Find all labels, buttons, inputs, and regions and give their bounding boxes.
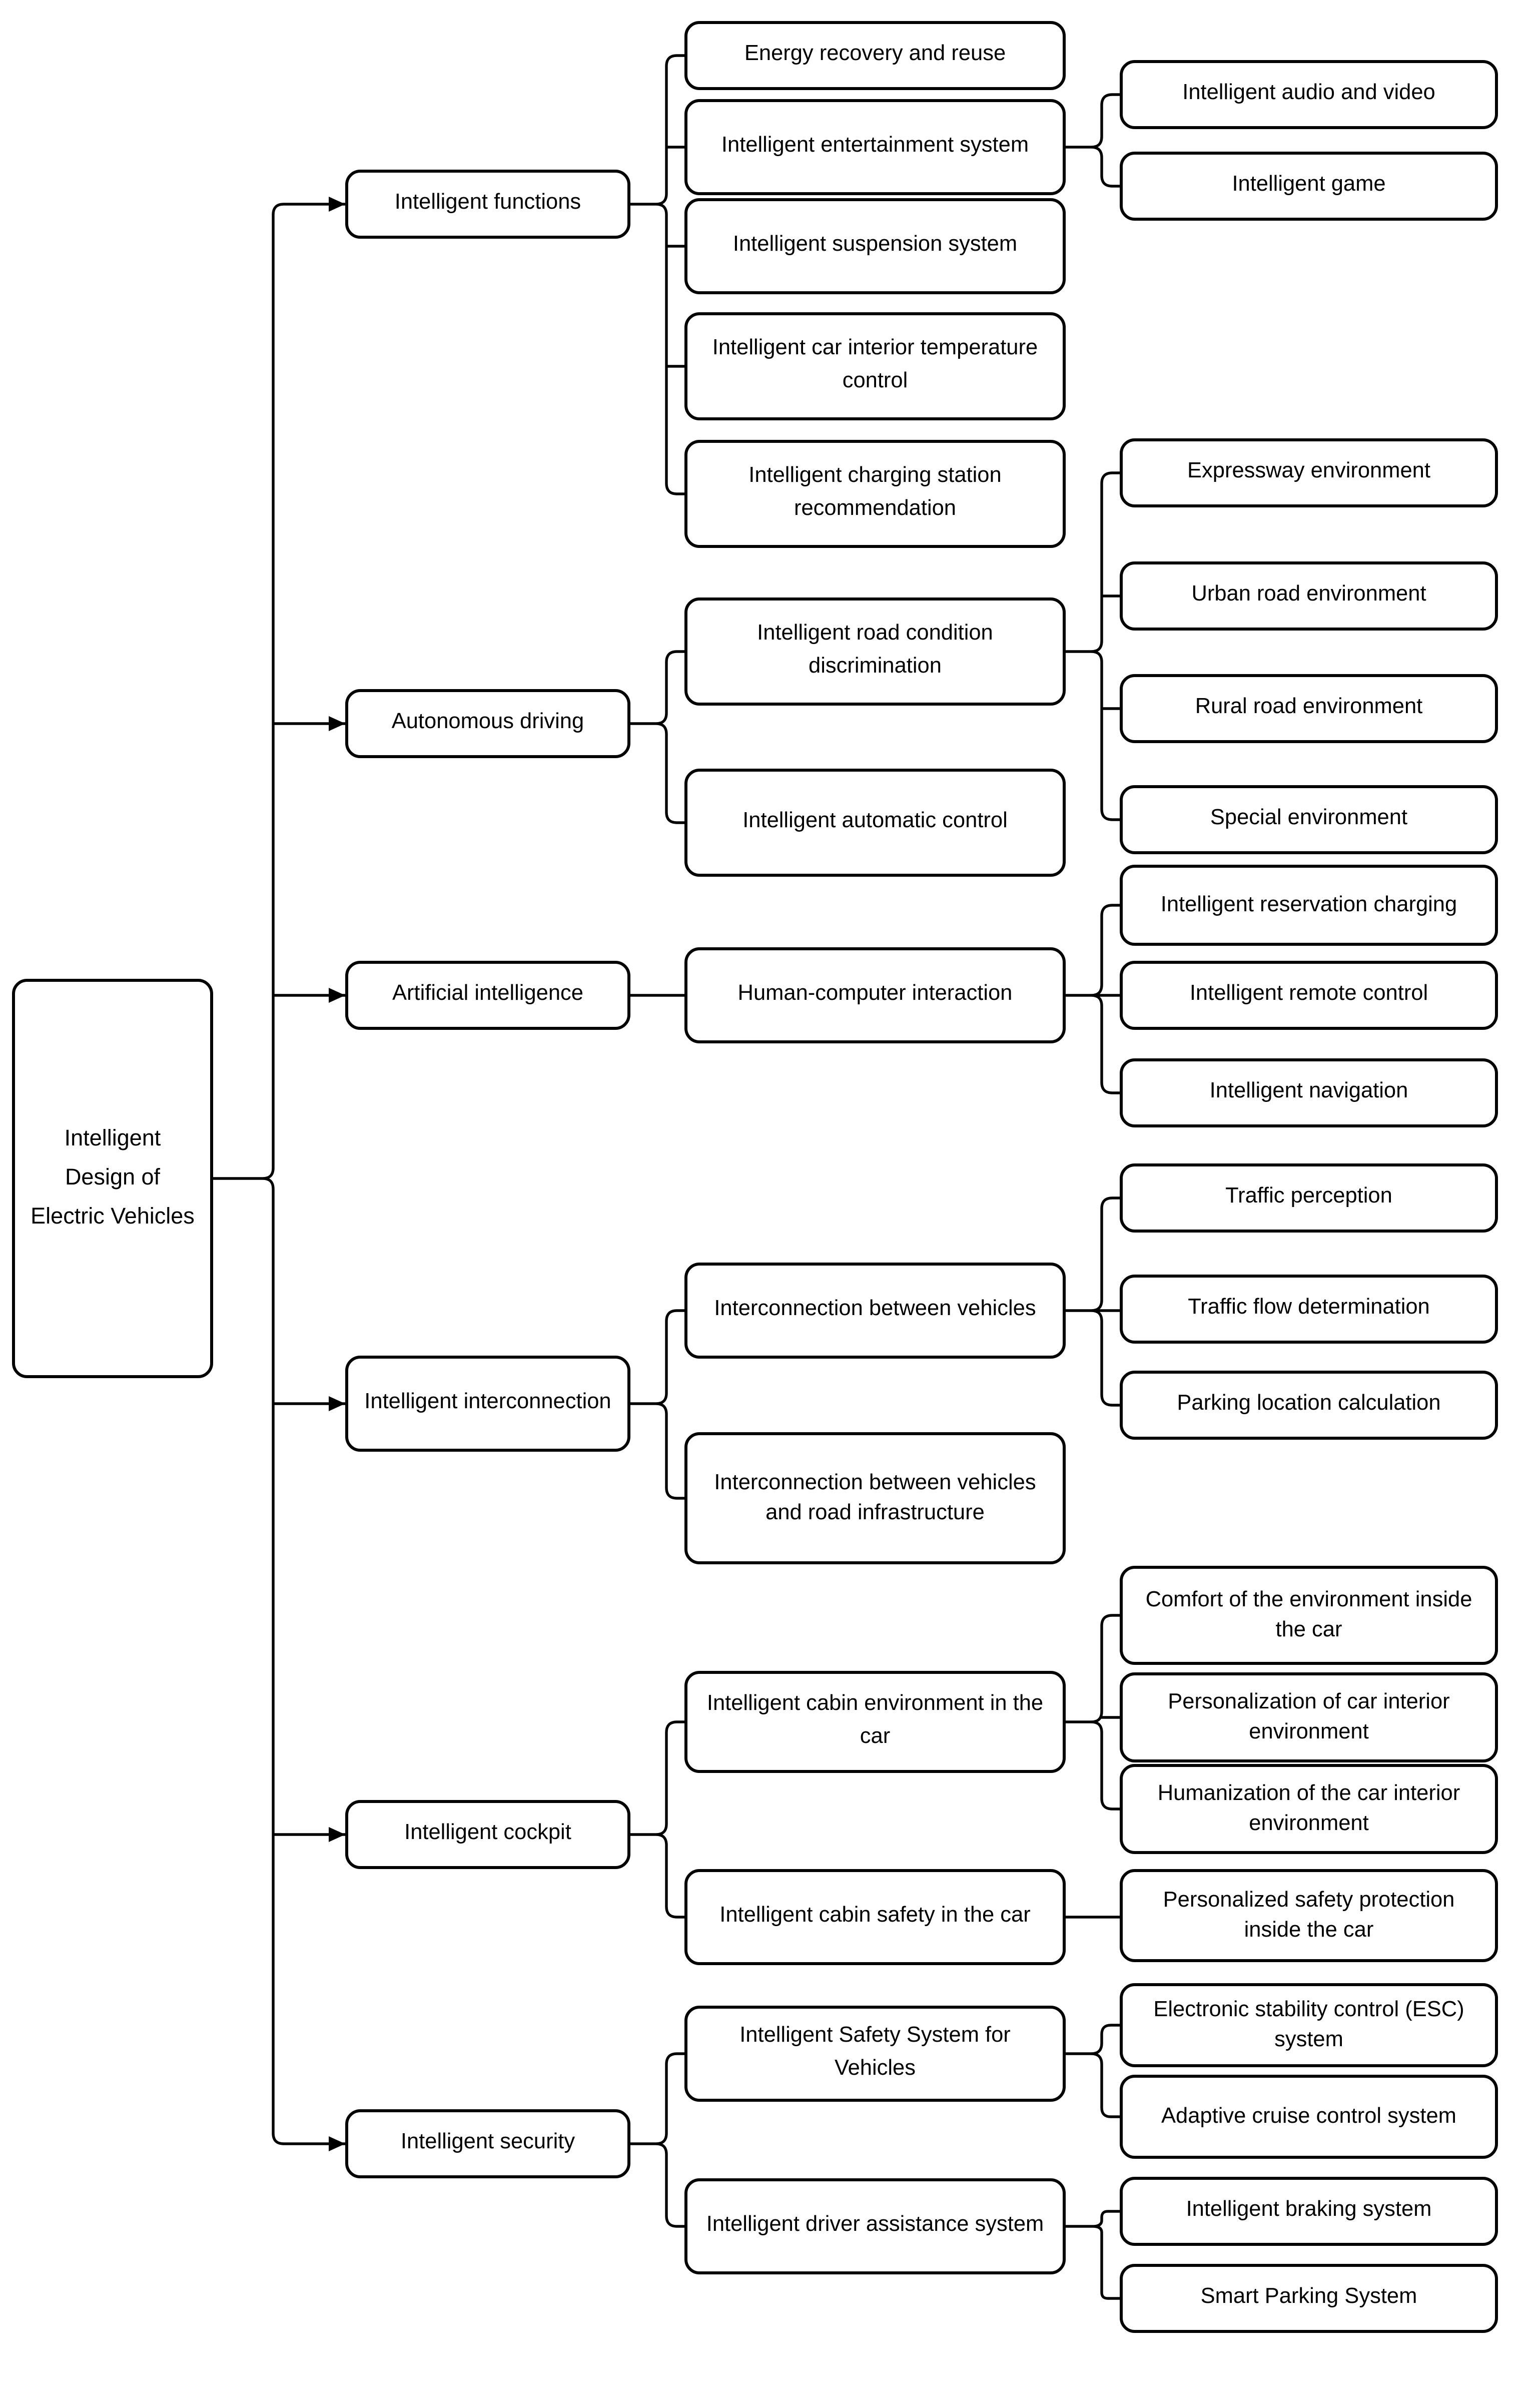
- node-comfort-environment-inside-car: Comfort of the environment inside the ca…: [1120, 1566, 1498, 1665]
- node-personalization-car-interior: Personalization of car interior environm…: [1120, 1672, 1498, 1762]
- node-intelligent-security: Intelligent security: [345, 2109, 630, 2178]
- connector-interconnection: [629, 1309, 686, 1500]
- node-urban-road-environment: Urban road environment: [1120, 561, 1498, 631]
- node-traffic-perception: Traffic perception: [1120, 1163, 1498, 1233]
- node-adaptive-cruise-control-system: Adaptive cruise control system: [1120, 2075, 1498, 2159]
- connector-cockpit: [629, 1720, 686, 1919]
- node-special-environment: Special environment: [1120, 785, 1498, 854]
- connector-security: [629, 2052, 686, 2228]
- connector-autonomous: [629, 650, 686, 824]
- connector-driver-assistance: [1064, 2210, 1121, 2300]
- node-intelligent-reservation-charging: Intelligent reservation charging: [1120, 865, 1498, 946]
- node-intelligent-braking-system: Intelligent braking system: [1120, 2177, 1498, 2246]
- node-intelligent-navigation: Intelligent navigation: [1120, 1058, 1498, 1127]
- node-intelligent-road-condition-discrimination: Intelligent road condition discriminatio…: [684, 597, 1066, 706]
- node-energy-recovery-and-reuse: Energy recovery and reuse: [684, 21, 1066, 90]
- node-intelligent-functions: Intelligent functions: [345, 170, 630, 239]
- node-artificial-intelligence: Artificial intelligence: [345, 961, 630, 1030]
- node-humanization-car-interior: Humanization of the car interior environ…: [1120, 1764, 1498, 1854]
- arrow-icon: [329, 197, 345, 212]
- node-intelligent-entertainment-system: Intelligent entertainment system: [684, 99, 1066, 195]
- node-autonomous-driving: Autonomous driving: [345, 689, 630, 758]
- node-personalized-safety-protection: Personalized safety protection inside th…: [1120, 1869, 1498, 1962]
- arrow-icon: [329, 716, 345, 731]
- connector-cabin-environment: [1064, 1614, 1121, 1811]
- node-esc-system: Electronic stability control (ESC) syste…: [1120, 1983, 1498, 2067]
- connector-hci: [1064, 904, 1121, 1094]
- connector-trunk: [212, 203, 347, 2145]
- connector-entertainment: [1064, 93, 1121, 188]
- node-intelligent-charging-station-recommendation: Intelligent charging station recommendat…: [684, 440, 1066, 548]
- node-expressway-environment: Expressway environment: [1120, 438, 1498, 507]
- node-intelligent-cabin-environment: Intelligent cabin environment in the car: [684, 1671, 1066, 1773]
- node-intelligent-audio-and-video: Intelligent audio and video: [1120, 60, 1498, 129]
- node-intelligent-remote-control: Intelligent remote control: [1120, 961, 1498, 1030]
- node-intelligent-safety-system-vehicles: Intelligent Safety System for Vehicles: [684, 2006, 1066, 2102]
- connector-inter-vehicles: [1064, 1196, 1121, 1407]
- node-human-computer-interaction: Human-computer interaction: [684, 947, 1066, 1043]
- arrow-icon: [329, 1827, 345, 1842]
- node-traffic-flow-determination: Traffic flow determination: [1120, 1275, 1498, 1344]
- arrow-icon: [329, 2136, 345, 2151]
- node-intelligent-car-interior-temperature-control: Intelligent car interior temperature con…: [684, 312, 1066, 420]
- connector-road-condition: [1064, 471, 1121, 821]
- arrow-icon: [329, 1396, 345, 1411]
- node-intelligent-cockpit: Intelligent cockpit: [345, 1800, 630, 1869]
- node-smart-parking-system: Smart Parking System: [1120, 2264, 1498, 2333]
- node-parking-location-calculation: Parking location calculation: [1120, 1371, 1498, 1440]
- connector-functions: [629, 54, 686, 495]
- arrow-icon: [329, 988, 345, 1003]
- node-intelligent-interconnection: Intelligent interconnection: [345, 1356, 630, 1452]
- node-rural-road-environment: Rural road environment: [1120, 674, 1498, 743]
- node-intelligent-driver-assistance-system: Intelligent driver assistance system: [684, 2178, 1066, 2274]
- node-intelligent-suspension-system: Intelligent suspension system: [684, 198, 1066, 294]
- node-intelligent-game: Intelligent game: [1120, 152, 1498, 221]
- node-interconnection-between-vehicles: Interconnection between vehicles: [684, 1263, 1066, 1359]
- node-intelligent-cabin-safety: Intelligent cabin safety in the car: [684, 1869, 1066, 1965]
- node-root: Intelligent Design of Electric Vehicles: [12, 979, 213, 1378]
- arrow-icons: [329, 197, 345, 2151]
- connector-safety-system: [1064, 2024, 1121, 2118]
- node-intelligent-automatic-control: Intelligent automatic control: [684, 769, 1066, 877]
- node-interconnection-vehicles-road-infrastructure: Interconnection between vehicles and roa…: [684, 1432, 1066, 1564]
